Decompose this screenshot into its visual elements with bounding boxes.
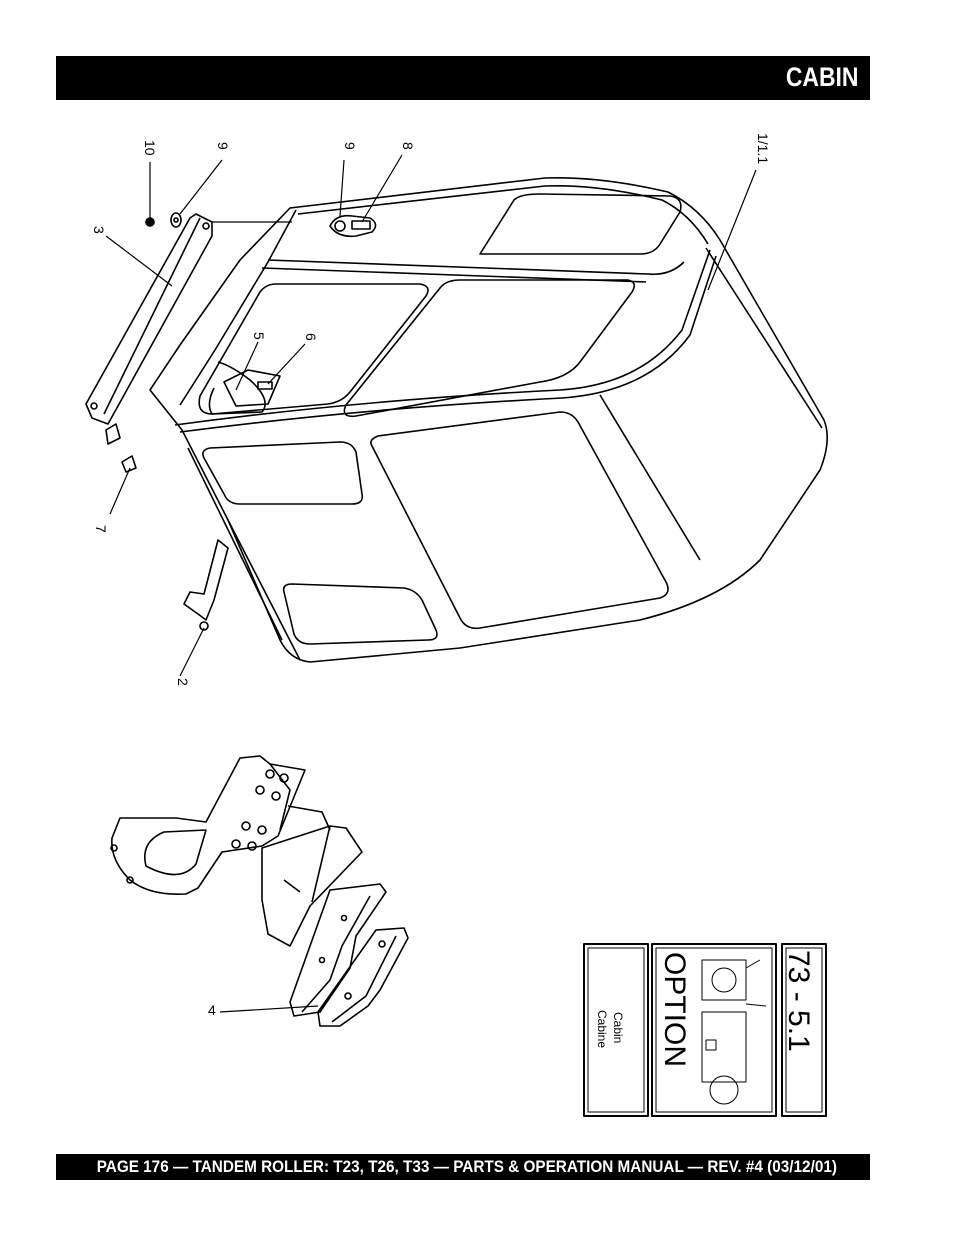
callout-3: 3 (91, 226, 107, 234)
hinge-bracket-part (85, 213, 213, 445)
cabin-windows (198, 193, 682, 645)
callout-6: 6 (303, 333, 319, 341)
option-box-labels: 73 - 5.1 OPTION Cabin Cabine (595, 950, 815, 1067)
callout-1: 1/1.1 (755, 133, 771, 164)
footer-text: PAGE 176 — TANDEM ROLLER: T23, T26, T33 … (96, 1157, 837, 1176)
callout-5: 5 (251, 332, 267, 340)
callout-labels: 1/1.1 8 9 9 10 3 5 6 7 2 4 (91, 133, 771, 1018)
callout-9b: 9 (215, 142, 231, 150)
washer-and-nut (145, 212, 182, 228)
door-handle-assembly (329, 214, 377, 238)
cabin-body (149, 176, 828, 663)
header-bar: CABIN (56, 56, 870, 100)
callout-4: 4 (208, 1002, 216, 1018)
option-machine-icon (701, 959, 767, 1105)
callout-2: 2 (175, 678, 191, 686)
mount-bracket-assembly (110, 755, 409, 1027)
option-label: OPTION (658, 952, 691, 1067)
option-section-number: 73 - 5.1 (782, 950, 815, 1052)
leader-lines (105, 154, 757, 1013)
bolt-part-7 (121, 455, 137, 473)
callout-9a: 9 (342, 142, 358, 150)
callout-7: 7 (93, 525, 109, 533)
option-name-fr: Cabine (595, 1010, 609, 1048)
option-box (583, 943, 827, 1117)
option-name-en: Cabin (611, 1012, 625, 1043)
step-bracket-part-2 (183, 539, 229, 631)
page-title: CABIN (785, 62, 858, 92)
callout-10: 10 (142, 140, 158, 156)
callout-8: 8 (400, 142, 416, 150)
footer-bar: PAGE 176 — TANDEM ROLLER: T23, T26, T33 … (56, 1154, 870, 1180)
latch-part-5-6 (223, 369, 281, 407)
